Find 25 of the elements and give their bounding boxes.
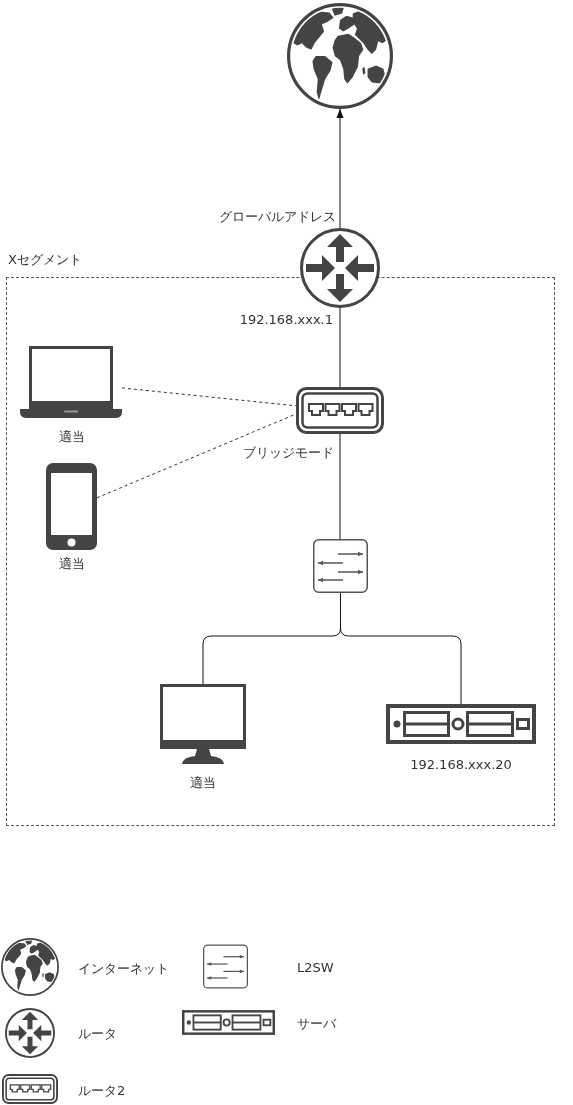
monitor-icon: [160, 684, 246, 764]
legend-label: ルータ2: [78, 1083, 126, 1099]
arrow: [336, 108, 344, 229]
ip-address-label: 192.168.xxx.20: [410, 757, 512, 773]
connector-line: [339, 433, 341, 540]
smartphone-icon: [46, 463, 97, 550]
ip-address-label: 192.168.xxx.1: [239, 312, 333, 328]
dashed-connector-line: [121, 387, 297, 407]
legend-label: インターネット: [78, 961, 169, 977]
device-label: 適当: [190, 775, 216, 791]
globe-icon: [287, 3, 393, 109]
legend-label: ルータ: [78, 1026, 117, 1042]
laptop-icon: [20, 346, 122, 419]
device-label: 適当: [59, 556, 85, 572]
server-icon: [386, 704, 536, 744]
router-icon: [300, 228, 380, 308]
mode-label: ブリッジモード: [243, 445, 334, 461]
switch-icon: [313, 539, 368, 593]
group-heading: Xセグメント: [8, 252, 82, 268]
legend-label: L2SW: [297, 960, 334, 976]
legend-label: サーバ: [297, 1016, 336, 1032]
ethernet-ports-icon: [296, 387, 384, 434]
device-label: 適当: [59, 429, 85, 445]
address-label: グローバルアドレス: [219, 209, 336, 225]
connector-line: [339, 307, 341, 388]
